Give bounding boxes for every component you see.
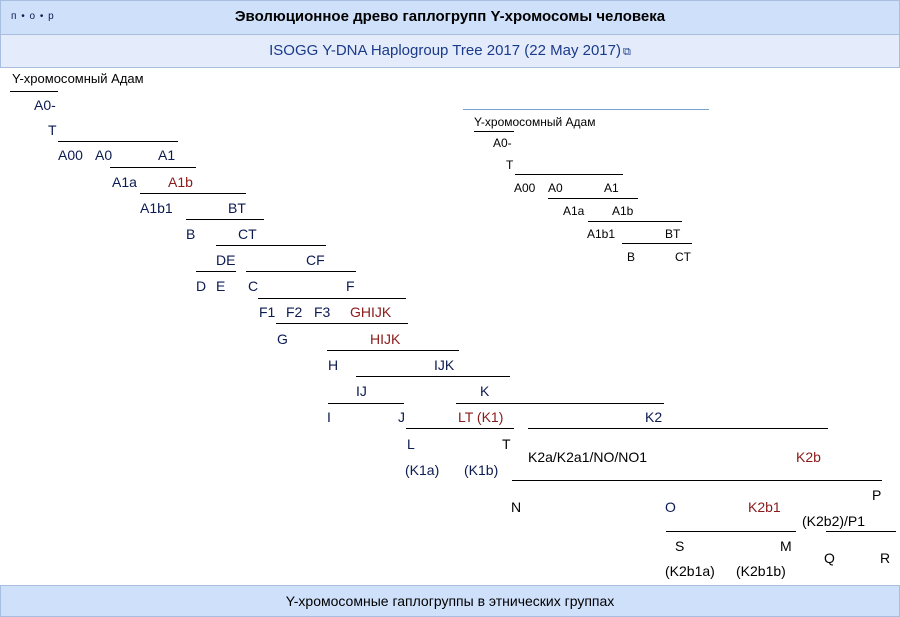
tree-line [528, 428, 828, 429]
node-E: E [216, 278, 226, 294]
tree-line [276, 323, 408, 324]
node-B: B [186, 226, 196, 242]
inset-top-rule [463, 109, 709, 110]
node-Q: Q [824, 550, 835, 566]
view-discuss-edit-links: п • о • р [11, 11, 55, 22]
tree-line [327, 350, 459, 351]
inset-node-A0: A0 [548, 181, 563, 195]
ethnic-groups-link[interactable]: Y-хромосомные гаплогруппы в этнических г… [285, 593, 615, 609]
node-LT: LT (K1) [458, 409, 504, 425]
tree-line [196, 271, 236, 272]
discuss-link[interactable]: о [29, 11, 37, 22]
node-a0t-2: T [48, 122, 57, 138]
node-J: J [398, 409, 405, 425]
node-K1a: (K1a) [405, 462, 440, 478]
inset-node-A1b: A1b [612, 204, 634, 218]
tree-line [110, 167, 196, 168]
tree-line [258, 298, 406, 299]
node-S: S [675, 538, 685, 554]
inset-line [474, 131, 514, 132]
inset-root-label: Y-хромосомный Адам [474, 115, 596, 129]
node-A0: A0 [95, 147, 113, 163]
tree-line [186, 219, 264, 220]
inset-line [548, 198, 638, 199]
node-R: R [880, 550, 891, 566]
inset-a0t-1: A0- [493, 136, 512, 150]
footer-bar: Y-хромосомные гаплогруппы в этнических г… [0, 585, 900, 617]
tree-line [216, 245, 326, 246]
view-link[interactable]: п [11, 11, 18, 22]
node-G: G [277, 331, 288, 347]
tree-root-label: Y-хромосомный Адам [12, 71, 144, 86]
inset-node-A1b1: A1b1 [587, 227, 616, 241]
node-GHIJK: GHIJK [350, 304, 392, 320]
node-O: O [665, 499, 676, 515]
inset-line [622, 243, 692, 244]
node-H: H [328, 357, 339, 373]
tree-line [10, 91, 58, 92]
tree-line [666, 531, 796, 532]
node-T: T [502, 436, 511, 452]
isogg-link[interactable]: ISOGG Y-DNA Haplogroup Tree 2017 (22 May… [269, 42, 621, 59]
tree-line [140, 193, 246, 194]
inset-node-B: B [627, 250, 636, 264]
node-A00: A00 [58, 147, 83, 163]
node-BT: BT [228, 200, 246, 216]
node-F3: F3 [314, 304, 331, 320]
navbox-title-bar: п • о • р Эволюционное древо гаплогрупп … [0, 0, 900, 35]
node-CF: CF [306, 252, 325, 268]
node-A1b: A1b [168, 174, 193, 190]
node-L: L [407, 436, 415, 452]
inset-node-BT: BT [665, 227, 681, 241]
node-IJ: IJ [356, 383, 367, 399]
node-K2: K2 [645, 409, 663, 425]
node-K2b1a: (K2b1a) [665, 563, 715, 579]
node-HIJK: HIJK [370, 331, 401, 347]
inset-node-A00: A00 [514, 181, 536, 195]
node-IJK: IJK [434, 357, 455, 373]
node-DE: DE [216, 252, 236, 268]
tree-line [58, 141, 178, 142]
tree-line [406, 428, 514, 429]
node-A1a: A1a [112, 174, 137, 190]
inset-node-A1a: A1a [563, 204, 585, 218]
inset-node-A1: A1 [604, 181, 619, 195]
edit-link[interactable]: р [48, 11, 55, 22]
node-CT: CT [238, 226, 257, 242]
tree-line [512, 480, 882, 481]
node-K2a: K2a/K2a1/NO/NO1 [528, 449, 648, 465]
node-F: F [346, 278, 355, 294]
external-link-icon: ⧉ [623, 46, 631, 58]
page-title: Эволюционное древо гаплогрупп Y-хромосом… [234, 8, 666, 25]
node-K2b1: K2b1 [748, 499, 781, 515]
node-F1: F1 [259, 304, 276, 320]
node-K2b1b: (K2b1b) [736, 563, 786, 579]
node-D: D [196, 278, 207, 294]
node-K2b2: (K2b2)/P1 [802, 513, 866, 529]
node-I: I [327, 409, 331, 425]
tree-line [356, 376, 510, 377]
tree-line [456, 403, 664, 404]
node-A1: A1 [158, 147, 176, 163]
node-K: K [480, 383, 490, 399]
inset-line [515, 174, 623, 175]
tree-line [246, 271, 356, 272]
node-K2b: K2b [796, 449, 821, 465]
node-a0t-1: A0- [34, 97, 56, 113]
node-N: N [511, 499, 522, 515]
subtitle-bar: ISOGG Y-DNA Haplogroup Tree 2017 (22 May… [0, 34, 900, 68]
node-C: C [248, 278, 259, 294]
inset-a0t-2: T [506, 158, 514, 172]
node-A1b1: A1b1 [140, 200, 173, 216]
node-P: P [872, 487, 882, 503]
node-K1b: (K1b) [464, 462, 499, 478]
node-F2: F2 [286, 304, 303, 320]
tree-line [328, 403, 404, 404]
node-M: M [780, 538, 792, 554]
tree-line [826, 531, 896, 532]
inset-node-CT: CT [675, 250, 691, 264]
inset-line [588, 221, 682, 222]
